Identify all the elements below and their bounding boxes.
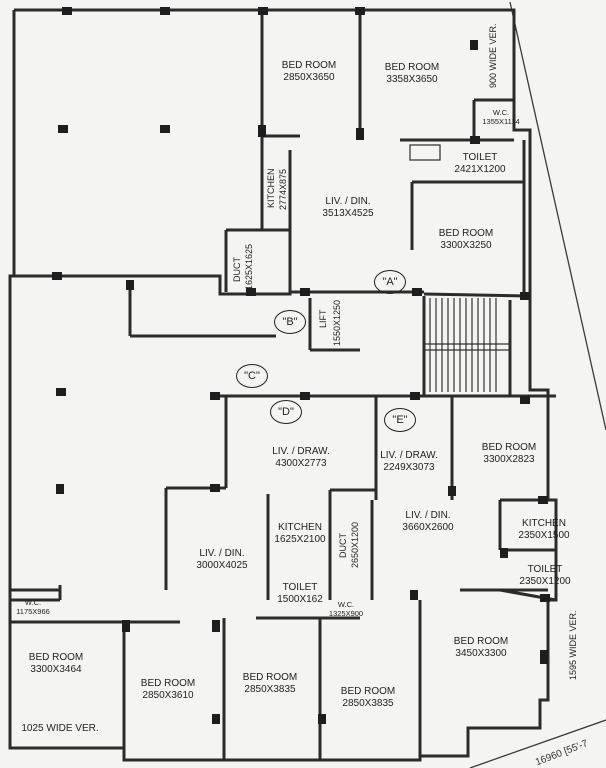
site-boundary (509, 1, 606, 431)
room-label-liv-din-e: LIV. / DIN.3660X2600 (402, 510, 454, 533)
unit-tag-e: "E" (384, 408, 416, 432)
room-label-wc-d: W.C.1325X900 (328, 600, 364, 618)
room-label-liv-d: LIV. / DRAW.4300X2773 (272, 446, 330, 469)
room-label-duct-a: DUCT (232, 257, 242, 282)
room-label-wc-top: W.C.1355X1114 (482, 108, 520, 126)
wide-verandah-label-right: 1595 WIDE VER. (568, 610, 578, 680)
interior-walls-bottom (10, 394, 557, 760)
room-label-liv-e: LIV. / DRAW.2249X3073 (380, 450, 438, 473)
room-label-liv-a: LIV. / DIN.3513X4525 (322, 196, 374, 219)
room-label-wc-c: W.C.1175X966 (16, 598, 50, 616)
staircase (422, 296, 512, 396)
structural-columns (52, 7, 550, 724)
room-label-duct-a-size: 1625X1625 (244, 243, 254, 290)
wide-verandah-label-top: 900 WIDE VER. (488, 23, 498, 88)
room-label-duct-d-size: 2650X1200 (350, 521, 360, 568)
unit-tag-d: "D" (270, 400, 302, 424)
room-label-lift: LIFT (318, 309, 328, 328)
unit-tag-c: "C" (236, 364, 268, 388)
room-label-kitchen-a: KITCHEN (266, 168, 276, 208)
site-boundary-bottom (469, 719, 606, 768)
unit-tag-a: "A" (374, 270, 406, 294)
room-label-lift-size: 1550X1250 (332, 299, 342, 346)
room-label-kitchen-a-size: 2774X875 (278, 168, 288, 210)
room-label-duct-d: DUCT (338, 533, 348, 558)
wide-verandah-label-bottom: 1025 WIDE VER. (21, 723, 99, 734)
unit-tag-b: "B" (274, 310, 306, 334)
interior-walls-top (128, 10, 531, 352)
room-label-liv-din-c: LIV. / DIN.3000X4025 (196, 548, 248, 571)
